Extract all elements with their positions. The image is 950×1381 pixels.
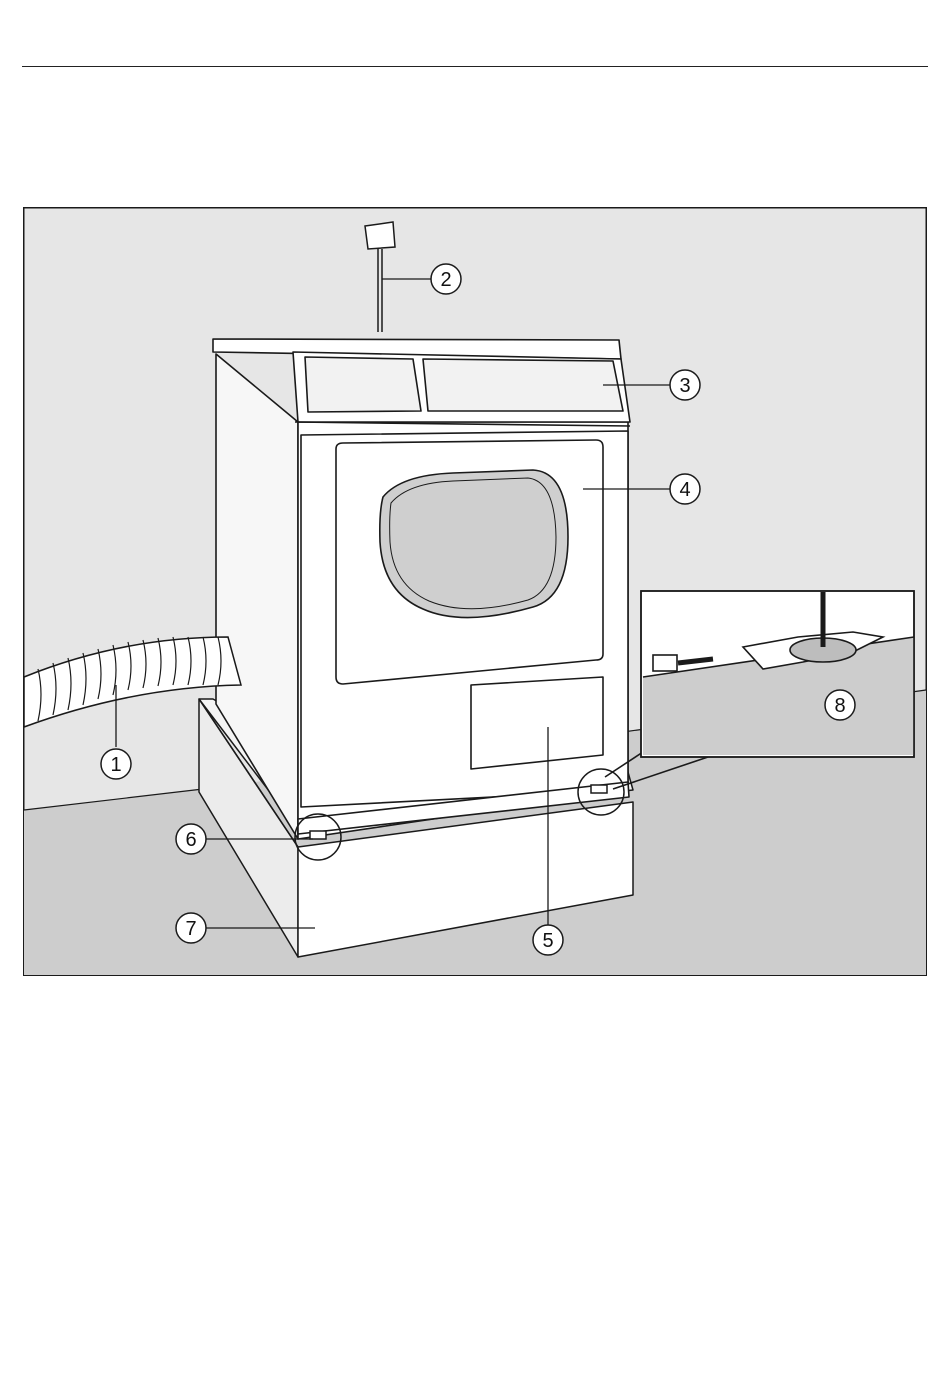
callout-4: 4 [670, 474, 700, 504]
callout-8-label: 8 [834, 695, 845, 717]
callout-2: 2 [431, 264, 461, 294]
callout-6: 6 [176, 824, 206, 854]
dryer-drawing [213, 339, 630, 839]
callout-8: 8 [825, 690, 855, 720]
dryer-installation-figure: 1 2 3 4 5 6 7 8 [23, 207, 927, 976]
callout-6-label: 6 [185, 829, 196, 851]
callout-5-label: 5 [542, 930, 553, 952]
installation-illustration: 1 2 3 4 5 6 7 8 [23, 207, 927, 976]
callout-1-label: 1 [110, 754, 121, 776]
callout-7: 7 [176, 913, 206, 943]
callout-2-label: 2 [440, 269, 451, 291]
callout-3: 3 [670, 370, 700, 400]
callout-5: 5 [533, 925, 563, 955]
callout-1: 1 [101, 749, 131, 779]
top-rule [22, 66, 928, 67]
callout-4-label: 4 [679, 479, 690, 501]
callout-7-label: 7 [185, 918, 196, 940]
callout-3-label: 3 [679, 375, 690, 397]
